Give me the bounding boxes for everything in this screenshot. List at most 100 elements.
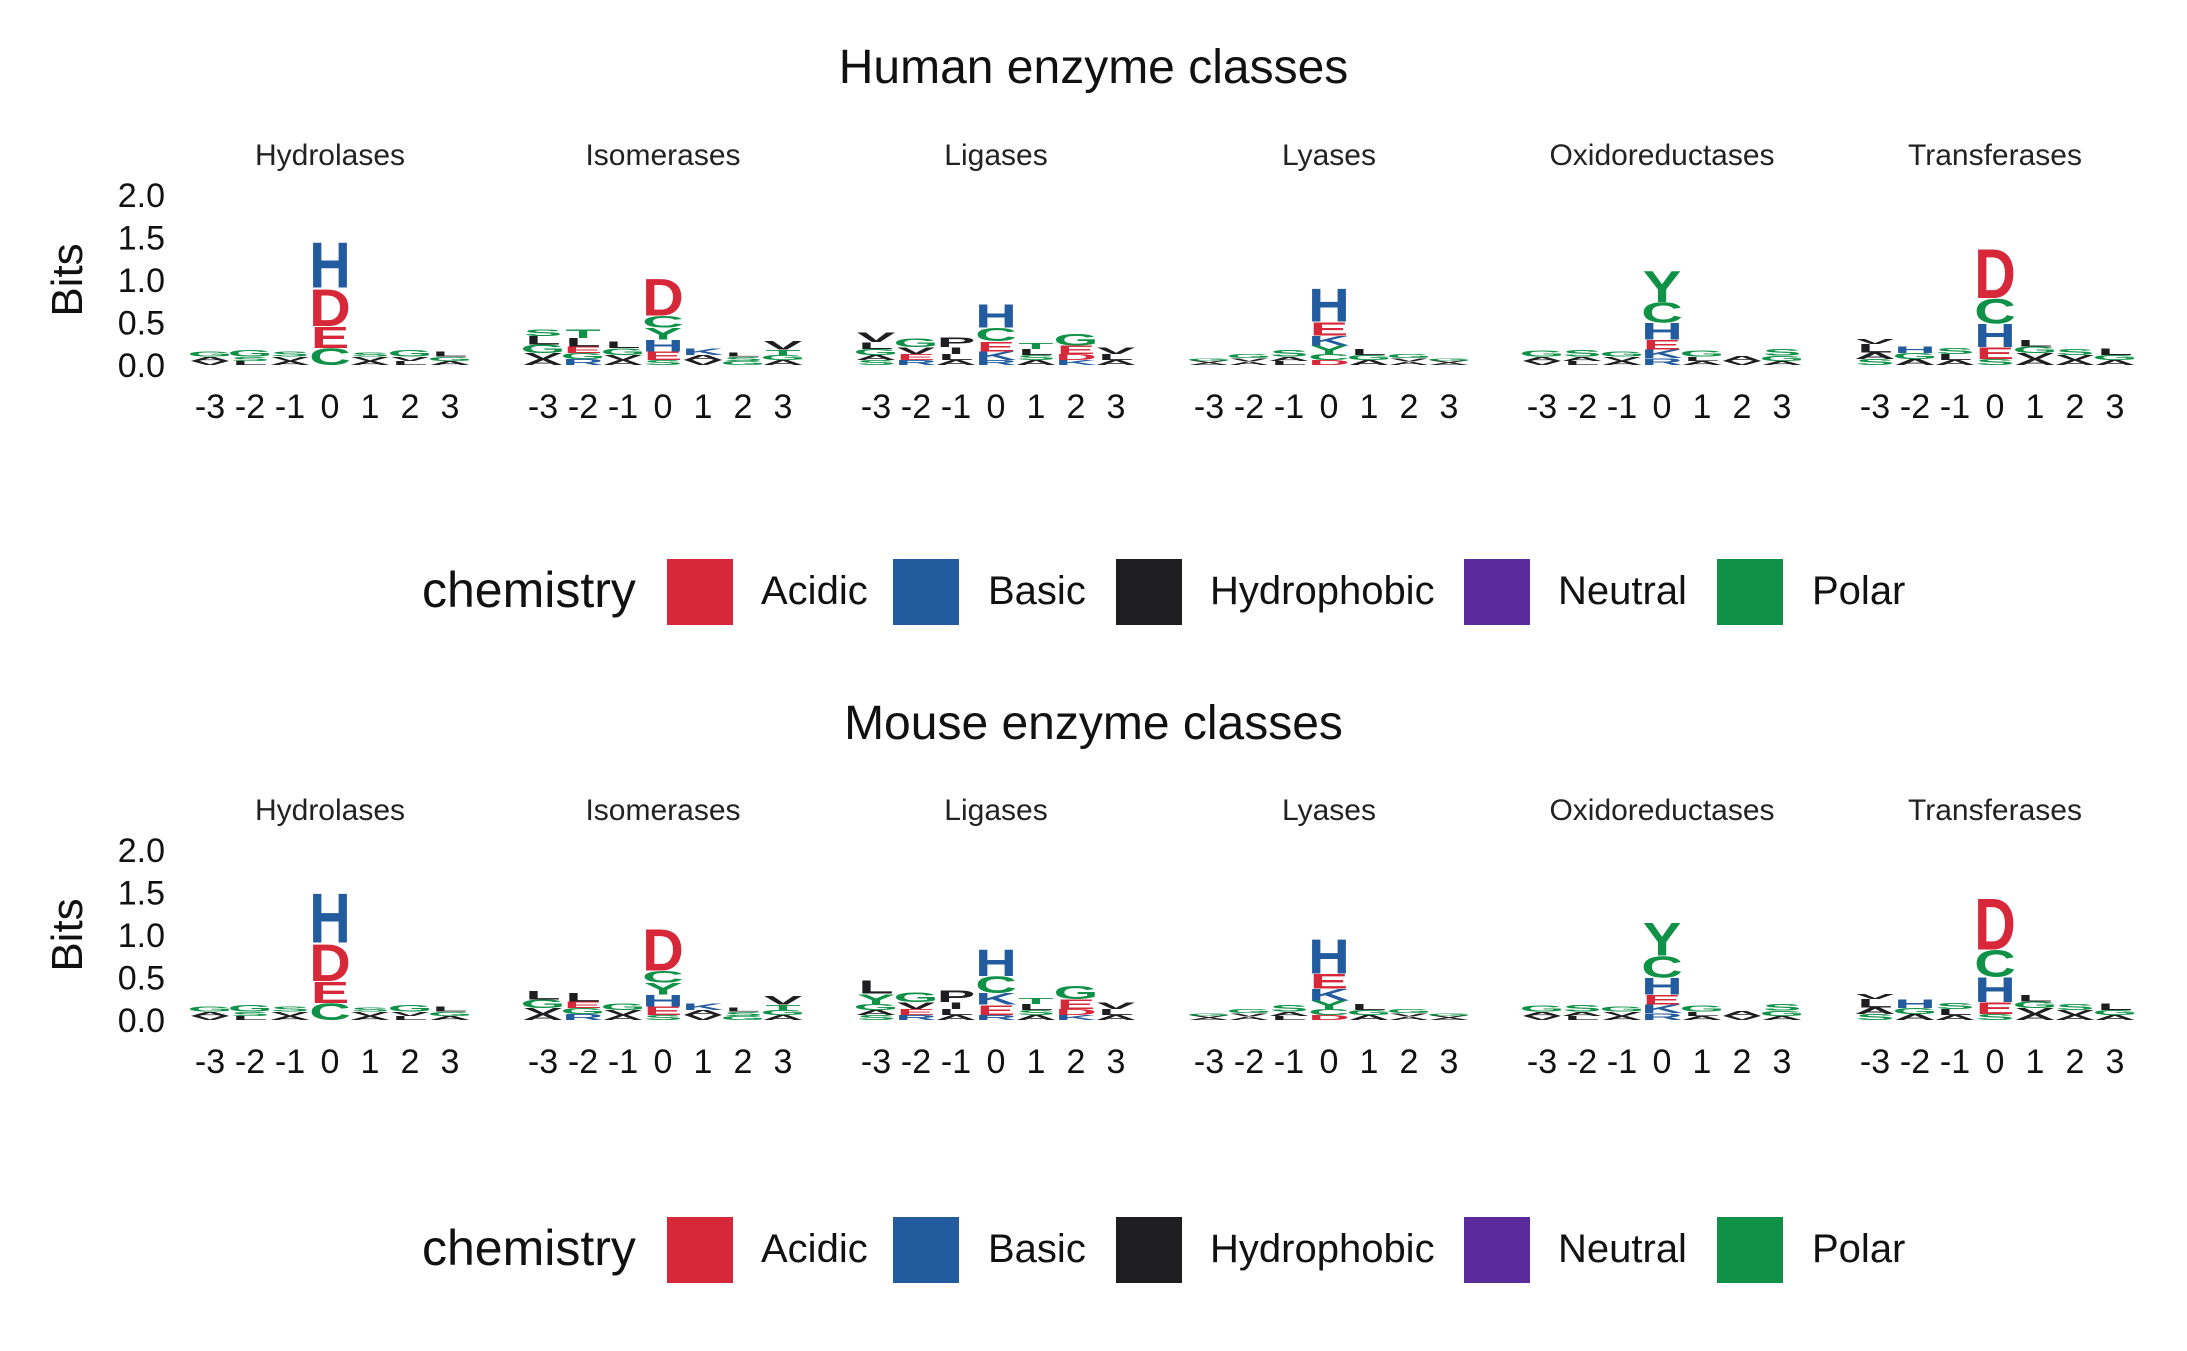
mouse-chart-title: Mouse enzyme classes [844, 697, 1343, 750]
logo-letter: L [1564, 1015, 1599, 1022]
logo-letter: C [1974, 943, 2016, 985]
logo-letter: G [561, 352, 606, 361]
logo-letter: A [429, 360, 471, 367]
logo-letter: L [232, 1015, 267, 1022]
x-tick-label: -1 [275, 1043, 305, 1081]
x-tick-label: -2 [1567, 1043, 1597, 1081]
logo-letter: V [1097, 1000, 1136, 1011]
legend-label-basic: Basic [988, 1227, 1086, 1271]
logo-letter: V [391, 355, 429, 362]
logo-letter: S [1976, 1013, 2014, 1022]
logo-letter: K [1055, 359, 1097, 367]
x-tick-label: 1 [1693, 1043, 1712, 1081]
logo-letter: A [602, 1014, 644, 1022]
logo-letter: R [975, 1014, 1017, 1022]
legend-label-hydrophobic: Hydrophobic [1210, 1227, 1435, 1271]
logo-letter: S [2056, 347, 2094, 356]
logo-letter: P [937, 987, 975, 1005]
logo-letter: A [1721, 1009, 1763, 1017]
logo-letter: A [1934, 1014, 1976, 1022]
logo-letter: A [1854, 1006, 1896, 1017]
logo-letter: V [604, 1009, 643, 1017]
logo-letter: A [2094, 359, 2136, 367]
logo-letter: Y [1310, 998, 1349, 1011]
logo-letter: S [1763, 1002, 1801, 1013]
logo-letter: A [1854, 351, 1896, 362]
logo-letter: S [1976, 358, 2014, 367]
x-tick-label: 1 [1360, 388, 1379, 426]
logo-letter: S [1936, 1002, 1974, 1011]
x-tick-label: -2 [568, 1043, 598, 1081]
logo-letter: E [1057, 343, 1095, 356]
logo-letter: G [854, 1002, 899, 1011]
logo-letter: L [2097, 1001, 2132, 1012]
logo-letter: V [1603, 355, 1641, 362]
logo-letter: S [724, 355, 762, 362]
logo-letter: S [1563, 348, 1601, 359]
logo-letter: G [894, 989, 939, 1005]
logo-letter: L [565, 990, 600, 1003]
x-tick-label: 2 [1733, 1043, 1752, 1081]
logo-letter: G [2013, 1000, 2058, 1011]
logo-letter: G [1187, 1013, 1232, 1017]
logo-letter: V [1723, 360, 1761, 367]
y-tick-label: 1.5 [118, 220, 165, 258]
logo-letter: V [1097, 345, 1136, 356]
logo-letter: S [1563, 1003, 1601, 1014]
x-tick-label: 3 [1440, 388, 1459, 426]
logo-letter: R [562, 358, 604, 367]
x-tick-label: -3 [1194, 1043, 1224, 1081]
logo-letter: D [1308, 359, 1350, 367]
logo-letter: A [2014, 1013, 2056, 1022]
logo-letter: A [522, 358, 564, 367]
logo-letter: Y [644, 980, 682, 998]
logo-letter: L [1857, 996, 1892, 1009]
logo-letter: V [857, 329, 895, 345]
logo-letter: E [644, 1004, 682, 1017]
legend-swatch-hydrophobic [1116, 559, 1182, 625]
logo-letter: L [2097, 346, 2132, 357]
logo-letter: S [1017, 354, 1055, 362]
x-tick-label: -1 [1274, 1043, 1304, 1081]
legend-label-basic: Basic [988, 569, 1086, 613]
logo-letter: L [1937, 352, 1972, 361]
logo-letter: V [1430, 1015, 1468, 1018]
logo-letter: A [1761, 360, 1803, 367]
y-tick-label: 0.0 [118, 1002, 165, 1040]
x-tick-label: 2 [734, 388, 753, 426]
logo-letter: C [642, 968, 684, 986]
logo-letter: T [565, 327, 600, 340]
x-tick-label: 3 [1440, 1043, 1459, 1081]
logo-letter: S [351, 351, 389, 358]
x-tick-label: 2 [2066, 1043, 2085, 1081]
panel-strip-label: Lyases [1282, 139, 1376, 172]
logo-letter: L [525, 334, 560, 347]
logo-letter: A [1095, 359, 1137, 367]
logo-letter: Y [644, 325, 682, 343]
logo-letter: H [1308, 929, 1350, 984]
x-tick-label: 3 [774, 1043, 793, 1081]
logo-letter: E [311, 320, 349, 355]
x-tick-label: 1 [1027, 1043, 1046, 1081]
x-tick-label: 2 [401, 388, 420, 426]
logo-letter: H [1308, 279, 1350, 332]
logo-letter: G [428, 355, 473, 362]
logo-letter: G [1680, 349, 1725, 358]
logo-letter: S [1856, 358, 1894, 367]
logo-letter: G [894, 336, 939, 349]
logo-letter: V [764, 339, 803, 352]
logo-letter: A [2054, 359, 2096, 367]
logo-letter: G [721, 360, 766, 367]
logo-letter: L [725, 351, 760, 358]
logo-letter: G [1387, 353, 1432, 360]
logo-letter: A [429, 1015, 471, 1022]
logo-letter: C [1974, 292, 2016, 331]
logo-letter: R [562, 1013, 604, 1022]
logo-letter: G [521, 997, 566, 1010]
logo-letter: G [1760, 354, 1805, 362]
logo-letter: D [1055, 352, 1097, 361]
